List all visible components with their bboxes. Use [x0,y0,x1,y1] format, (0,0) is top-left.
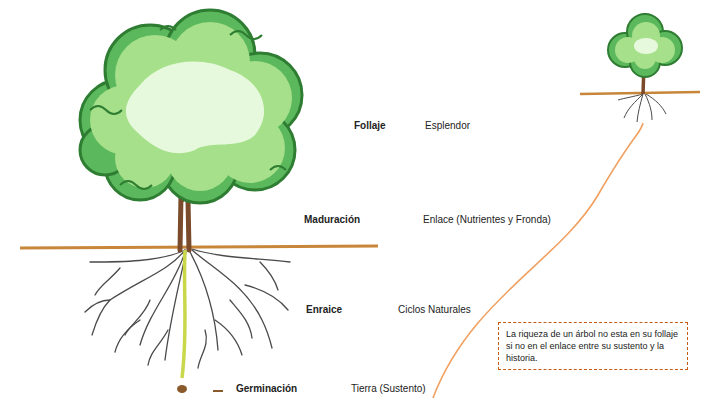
stage-name: Enraice [306,304,342,316]
stage-name: Maduración [304,214,360,226]
stage-meaning: Esplendor [425,120,470,132]
stage-meaning: Tierra (Sustento) [351,383,426,395]
quote-text: La riqueza de un árbol no esta en su fol… [506,328,680,364]
tree-canopy [80,10,302,203]
stage-meaning: Ciclos Naturales [398,304,471,316]
stage-name: Germinación [236,383,297,395]
tap-root [182,250,185,378]
small-tree [580,14,700,122]
quote-box: La riqueza de un árbol no esta en su fol… [498,322,688,370]
seed [177,385,187,393]
seed-mark [213,390,223,392]
stage-meaning: Enlace (Nutrientes y Fronda) [423,214,551,226]
stage-name: Follaje [354,120,386,132]
ground-line [20,246,378,248]
tree-roots [85,249,290,368]
